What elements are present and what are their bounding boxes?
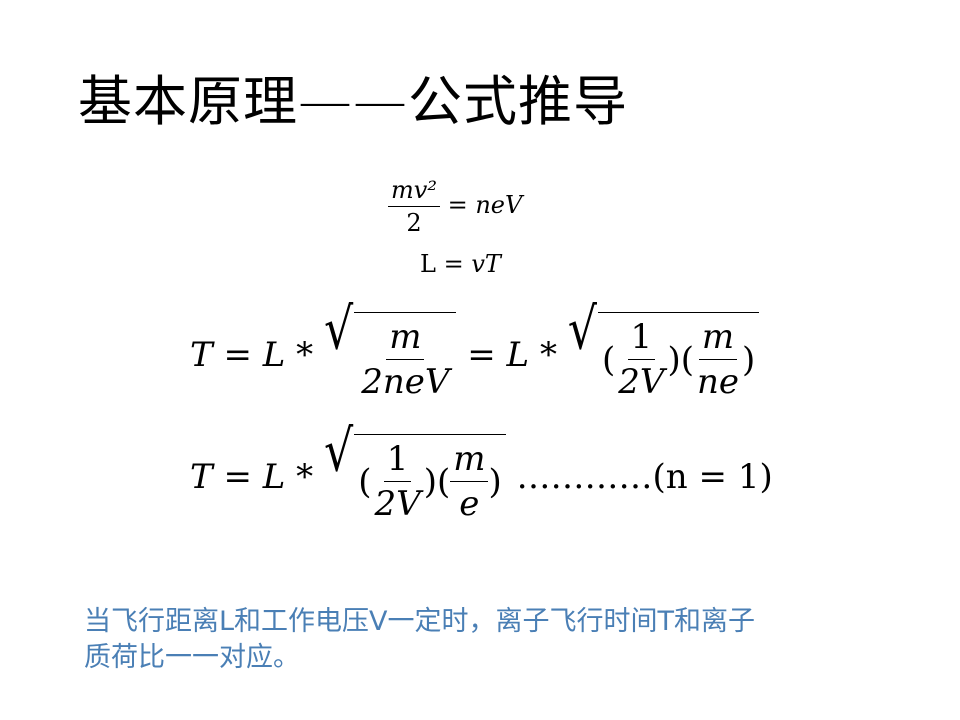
fraction-denominator: e: [459, 484, 480, 524]
paren-between: )(: [667, 339, 694, 380]
fraction: m 2neV: [358, 317, 452, 402]
equation-distance: L = vT: [420, 250, 501, 278]
radical-sign: √: [323, 294, 354, 362]
radical-sign: √: [323, 416, 354, 484]
equation-lhs: T = L *: [190, 335, 314, 375]
fraction-numerator: 1: [383, 439, 412, 482]
caption-line-2: 质荷比一一对应。: [84, 642, 300, 673]
paren-close: ): [742, 339, 756, 380]
equation-middle: = L *: [467, 335, 557, 375]
fraction-denominator: 2V: [618, 362, 665, 402]
fraction-numerator: 1: [627, 317, 656, 360]
square-root: √ m 2neV: [324, 300, 457, 402]
fraction-denominator: 2V: [374, 484, 421, 524]
fraction: 1 2V: [372, 439, 424, 524]
square-root: √ ( 1 2V )( m ne ): [568, 300, 760, 402]
equation-time-general: T = L * √ m 2neV = L * √ ( 1 2V )( m: [190, 300, 760, 402]
equation-lhs: L: [420, 250, 436, 278]
fraction-numerator: mv²: [388, 176, 440, 207]
equation-time-n1: T = L * √ ( 1 2V )( m e ) …………(n = 1): [190, 422, 773, 524]
radicand: ( 1 2V )( m ne ): [598, 312, 760, 402]
caption-line-1: 当飞行距离L和工作电压V一定时，离子飞行时间T和离子: [84, 606, 756, 637]
paren-open: (: [602, 339, 616, 380]
fraction: mv² 2: [388, 176, 440, 237]
equation-kinetic-energy: mv² 2 = neV: [388, 176, 522, 237]
paren-between: )(: [423, 461, 451, 502]
paren-open: (: [358, 461, 372, 502]
radicand: m 2neV: [354, 312, 457, 402]
fraction: m ne: [694, 317, 742, 402]
fraction-numerator: m: [450, 439, 489, 482]
fraction: 1 2V: [615, 317, 667, 402]
slide-title: 基本原理——公式推导: [78, 70, 628, 133]
paren-close: ): [488, 461, 502, 502]
fraction-denominator: 2: [406, 209, 422, 237]
radical-sign: √: [567, 294, 598, 362]
radicand: ( 1 2V )( m e ): [354, 434, 506, 524]
equation-rhs: = vT: [443, 250, 501, 278]
equation-lhs: T = L *: [190, 457, 314, 497]
caption-text: 当飞行距离L和工作电压V一定时，离子飞行时间T和离子 质荷比一一对应。: [84, 604, 904, 676]
fraction: m e: [450, 439, 489, 524]
fraction-denominator: ne: [697, 362, 740, 402]
fraction-numerator: m: [698, 317, 738, 360]
square-root: √ ( 1 2V )( m e ): [324, 422, 506, 524]
equation-rhs: = neV: [447, 191, 523, 219]
equation-condition: …………(n = 1): [516, 457, 773, 497]
fraction-numerator: m: [386, 317, 425, 360]
fraction-denominator: 2neV: [361, 362, 450, 402]
